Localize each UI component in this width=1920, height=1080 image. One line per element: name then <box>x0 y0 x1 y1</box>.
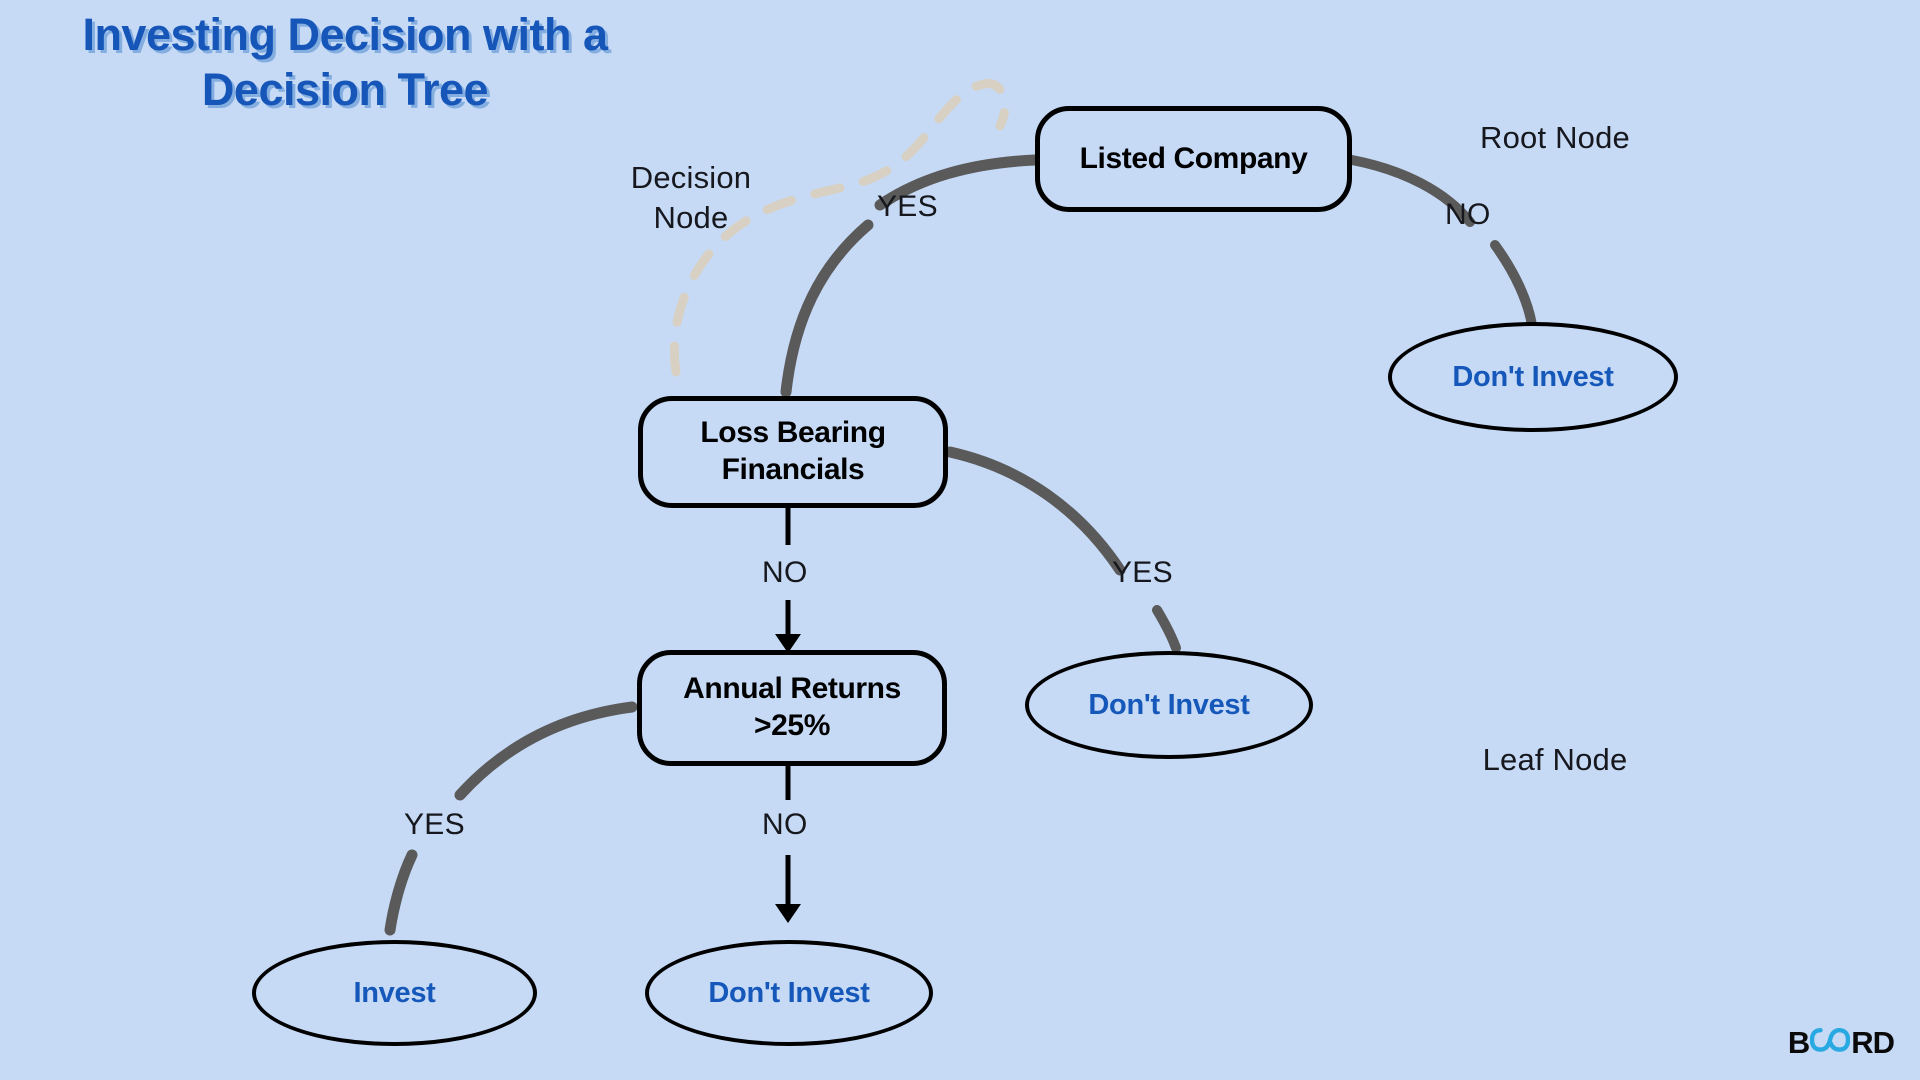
edge-loss-yes-lower <box>1152 605 1181 653</box>
logo-prefix: B <box>1787 1025 1810 1060</box>
leaf-node-dont-invest-loss-yes[interactable]: Don't Invest <box>1025 651 1313 759</box>
leaf-node-invest[interactable]: Invest <box>252 940 537 1046</box>
edge-loss-yes-upper <box>944 446 1126 576</box>
leaf-node-dont-invest-annual-no[interactable]: Don't Invest <box>645 940 933 1046</box>
edge-label-annual-no: NO <box>762 808 808 841</box>
decision-node-annotation-dash <box>669 79 1010 377</box>
edge-root-no-upper <box>1347 155 1475 227</box>
edge-annual-yes-lower <box>384 849 418 936</box>
logo-infinity-icon <box>1810 1027 1851 1058</box>
annotation-leaf-node: Leaf Node <box>1482 742 1628 777</box>
edge-loss-no-arrowhead <box>775 634 801 653</box>
node-loss-bearing-financials[interactable]: Loss Bearing Financials <box>638 396 948 508</box>
board-logo: B RD <box>1787 1025 1895 1060</box>
leaf-node-dont-invest-root-no[interactable]: Don't Invest <box>1388 322 1678 432</box>
edge-label-loss-no: NO <box>762 556 808 589</box>
edge-label-annual-yes: YES <box>404 808 465 841</box>
annotation-decision-node: Decision Node <box>630 160 752 236</box>
edge-root-yes-upper <box>874 154 1041 211</box>
page-title: Investing Decision with a Decision Tree <box>82 9 608 115</box>
edge-label-loss-yes: YES <box>1112 556 1173 589</box>
edge-label-root-yes: YES <box>877 190 938 223</box>
node-annual-returns[interactable]: Annual Returns >25% <box>637 650 947 766</box>
node-listed-company[interactable]: Listed Company <box>1035 106 1352 212</box>
edge-annual-yes-upper <box>454 701 638 801</box>
annotation-root-node: Root Node <box>1479 120 1630 155</box>
edge-root-no-lower <box>1490 240 1537 330</box>
edge-root-yes-lower <box>780 219 874 398</box>
logo-suffix: RD <box>1851 1025 1895 1060</box>
edge-label-root-no: NO <box>1445 198 1491 231</box>
edge-annual-no-arrowhead <box>775 904 801 923</box>
